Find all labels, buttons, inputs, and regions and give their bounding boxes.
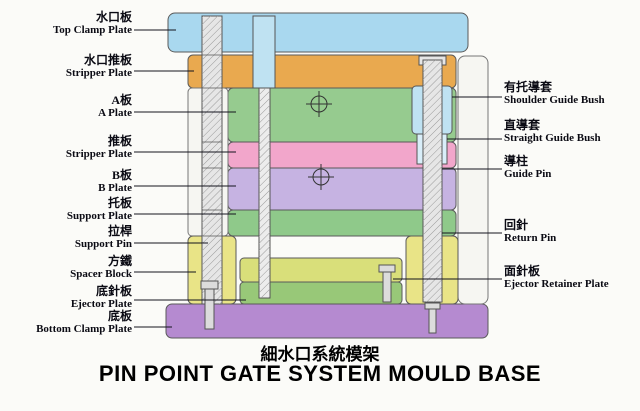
label-top-clamp-plate-zh: 水口板 xyxy=(95,10,132,24)
label-ejector-retainer-plate: 面針板 Ejector Retainer Plate xyxy=(504,264,640,291)
center-mark-b-plate xyxy=(308,164,334,190)
label-support-plate-zh: 托板 xyxy=(107,196,132,210)
label-b-plate-en: B Plate xyxy=(98,182,132,194)
label-a-plate-zh: A板 xyxy=(111,93,132,107)
label-stripper-plate-top: 水口推板 Stripper Plate xyxy=(0,53,132,80)
leader-lines xyxy=(134,29,502,328)
label-support-pin: 拉桿 Support Pin xyxy=(0,224,132,251)
label-support-pin-en: Support Pin xyxy=(74,238,132,250)
label-top-clamp-plate-en: Top Clamp Plate xyxy=(52,24,132,36)
label-shoulder-guide-bush: 有托導套 Shoulder Guide Bush xyxy=(504,80,640,107)
label-shoulder-guide-bush-zh: 有托導套 xyxy=(504,80,553,94)
label-ejector-plate: 底針板 Ejector Plate xyxy=(0,284,132,311)
guide-pin-hatch xyxy=(423,60,442,302)
label-return-pin-en: Return Pin xyxy=(504,232,557,244)
label-guide-pin: 導柱 Guide Pin xyxy=(504,154,640,181)
label-straight-guide-bush-en: Straight Guide Bush xyxy=(504,132,601,144)
label-straight-guide-bush: 直導套 Straight Guide Bush xyxy=(504,118,640,145)
support-pin-seams xyxy=(202,54,222,237)
label-ejector-retainer-plate-zh: 面針板 xyxy=(504,264,541,278)
label-spacer-block: 方鐵 Spacer Block xyxy=(0,254,132,281)
bolt-bottom-right xyxy=(424,302,441,334)
label-b-plate-zh: B板 xyxy=(111,168,132,182)
bolt-left xyxy=(200,280,219,330)
label-runner-stripper-plate: 推板 Stripper Plate xyxy=(0,134,132,161)
label-stripper-plate-top-zh: 水口推板 xyxy=(83,53,132,67)
label-a-plate: A板 A Plate xyxy=(0,93,132,120)
label-ejector-retainer-plate-en: Ejector Retainer Plate xyxy=(504,278,609,290)
label-guide-pin-zh: 導柱 xyxy=(504,154,529,168)
label-spacer-block-zh: 方鐵 xyxy=(107,254,132,268)
label-return-pin-zh: 回針 xyxy=(504,218,529,232)
label-bottom-clamp-plate-en: Bottom Clamp Plate xyxy=(36,323,132,335)
stripper-plate-top-shape xyxy=(187,54,457,89)
label-ejector-plate-zh: 底針板 xyxy=(95,284,132,298)
label-b-plate: B板 B Plate xyxy=(0,168,132,195)
ejector-plate-shape xyxy=(239,281,403,305)
label-stripper-plate-top-en: Stripper Plate xyxy=(65,67,132,79)
bolt-ejector-retainer xyxy=(378,264,396,303)
label-support-pin-zh: 拉桿 xyxy=(107,224,132,238)
label-ejector-plate-en: Ejector Plate xyxy=(70,298,132,310)
title-english: PIN POINT GATE SYSTEM MOULD BASE xyxy=(98,361,542,386)
label-top-clamp-plate: 水口板 Top Clamp Plate xyxy=(0,10,132,37)
label-guide-pin-en: Guide Pin xyxy=(504,168,552,180)
label-bottom-clamp-plate: 底板 Bottom Clamp Plate xyxy=(0,309,132,336)
support-pin-hatch xyxy=(202,16,222,304)
label-a-plate-en: A Plate xyxy=(98,107,132,119)
center-pillar-hatch xyxy=(259,88,270,298)
label-bottom-clamp-plate-zh: 底板 xyxy=(107,309,132,323)
label-support-plate-en: Support Plate xyxy=(66,210,132,222)
label-support-plate: 托板 Support Plate xyxy=(0,196,132,223)
label-spacer-block-en: Spacer Block xyxy=(70,268,132,280)
label-straight-guide-bush-zh: 直導套 xyxy=(504,118,541,132)
title-chinese: 細水口系統模架 xyxy=(260,345,380,364)
right-outer-column-shape xyxy=(457,55,489,305)
center-mark-a-plate xyxy=(306,91,332,117)
label-return-pin: 回針 Return Pin xyxy=(504,218,640,245)
sprue-bush-shape xyxy=(252,15,276,89)
top-clamp-plate-shape xyxy=(167,12,469,53)
label-runner-stripper-plate-zh: 推板 xyxy=(107,134,132,148)
label-runner-stripper-plate-en: Stripper Plate xyxy=(65,148,132,160)
label-shoulder-guide-bush-en: Shoulder Guide Bush xyxy=(504,94,605,106)
